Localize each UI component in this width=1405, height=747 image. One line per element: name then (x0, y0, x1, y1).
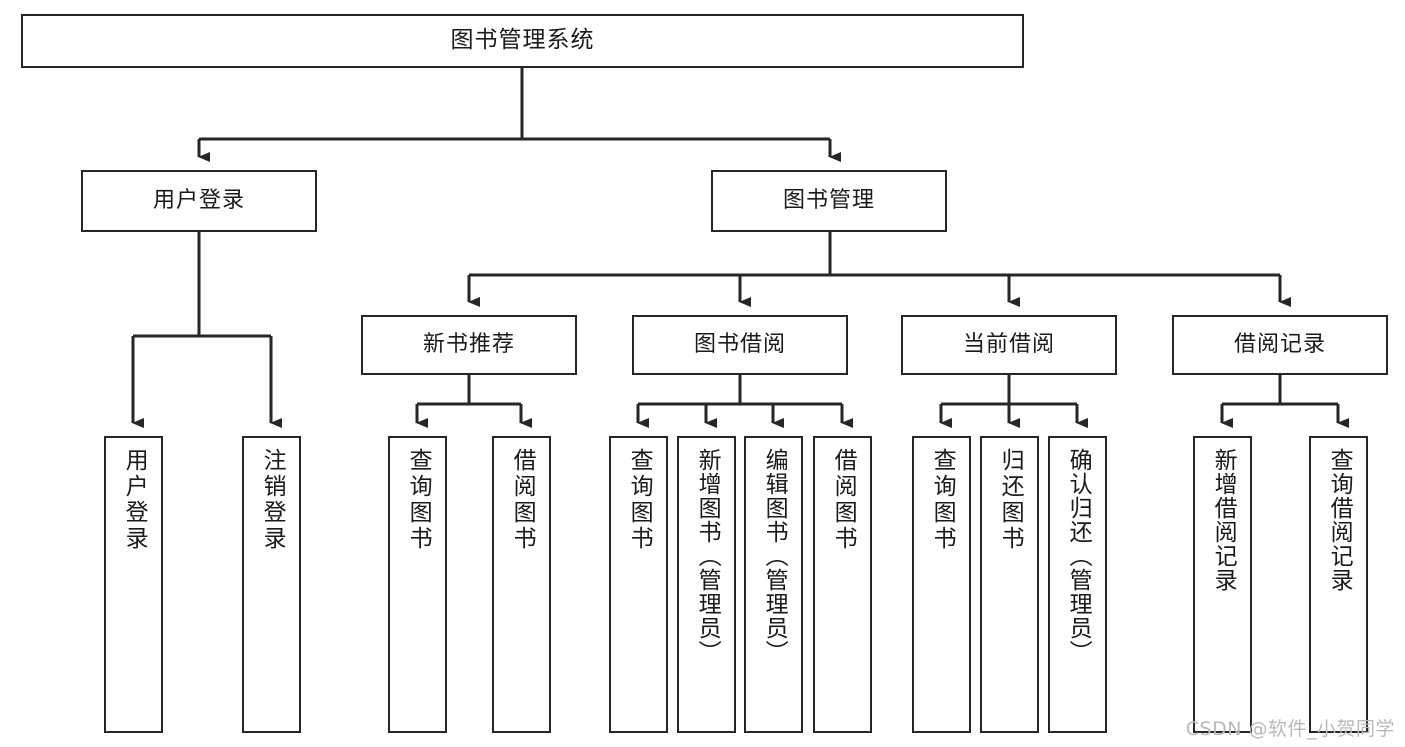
node-label: 注销登录 (259, 448, 286, 552)
node-label: 借阅记录 (1233, 332, 1326, 358)
leaf-borrow-book[interactable]: 借阅图书 (813, 436, 872, 733)
node-label: 用户登录 (152, 188, 245, 214)
node-label: 用户登录 (121, 448, 148, 552)
node-label: 查询图书 (929, 448, 956, 552)
leaf-return-book[interactable]: 归还图书 (980, 436, 1039, 733)
node-current-borrow[interactable]: 当前借阅 (901, 315, 1117, 375)
node-label: 借阅图书 (830, 448, 857, 552)
node-label: 查询借阅记录 (1326, 448, 1353, 592)
node-label: 编辑图书（管理员） (761, 448, 788, 664)
node-label: 确认归还（管理员） (1065, 448, 1092, 664)
leaf-user-logout[interactable]: 注销登录 (242, 436, 301, 733)
node-label: 归还图书 (997, 448, 1024, 552)
node-label: 查询图书 (626, 448, 653, 552)
leaf-add-book[interactable]: 新增图书（管理员） (677, 436, 736, 733)
node-label: 当前借阅 (962, 332, 1055, 358)
leaf-user-login[interactable]: 用户登录 (104, 436, 163, 733)
leaf-query-book-current[interactable]: 查询图书 (912, 436, 971, 733)
node-label: 借阅图书 (509, 448, 536, 552)
leaf-query-borrow-record[interactable]: 查询借阅记录 (1309, 436, 1368, 733)
leaf-edit-book[interactable]: 编辑图书（管理员） (744, 436, 803, 733)
node-root-system[interactable]: 图书管理系统 (21, 14, 1024, 68)
node-label: 新增图书（管理员） (694, 448, 721, 664)
node-label: 图书管理系统 (450, 27, 595, 54)
leaf-query-book-borrow[interactable]: 查询图书 (609, 436, 668, 733)
node-label: 新书推荐 (422, 332, 515, 358)
leaf-confirm-return[interactable]: 确认归还（管理员） (1048, 436, 1107, 733)
leaf-borrow-book-recommend[interactable]: 借阅图书 (492, 436, 551, 733)
node-label: 查询图书 (405, 448, 432, 552)
node-label: 图书借阅 (693, 332, 786, 358)
node-label: 图书管理 (782, 188, 875, 214)
node-user-login[interactable]: 用户登录 (81, 170, 317, 232)
leaf-query-book-recommend[interactable]: 查询图书 (388, 436, 447, 733)
node-borrow-record[interactable]: 借阅记录 (1172, 315, 1388, 375)
node-label: 新增借阅记录 (1210, 448, 1237, 592)
node-book-borrow[interactable]: 图书借阅 (632, 315, 848, 375)
node-book-manage[interactable]: 图书管理 (711, 170, 947, 232)
node-new-book-recommend[interactable]: 新书推荐 (361, 315, 577, 375)
leaf-add-borrow-record[interactable]: 新增借阅记录 (1193, 436, 1252, 733)
